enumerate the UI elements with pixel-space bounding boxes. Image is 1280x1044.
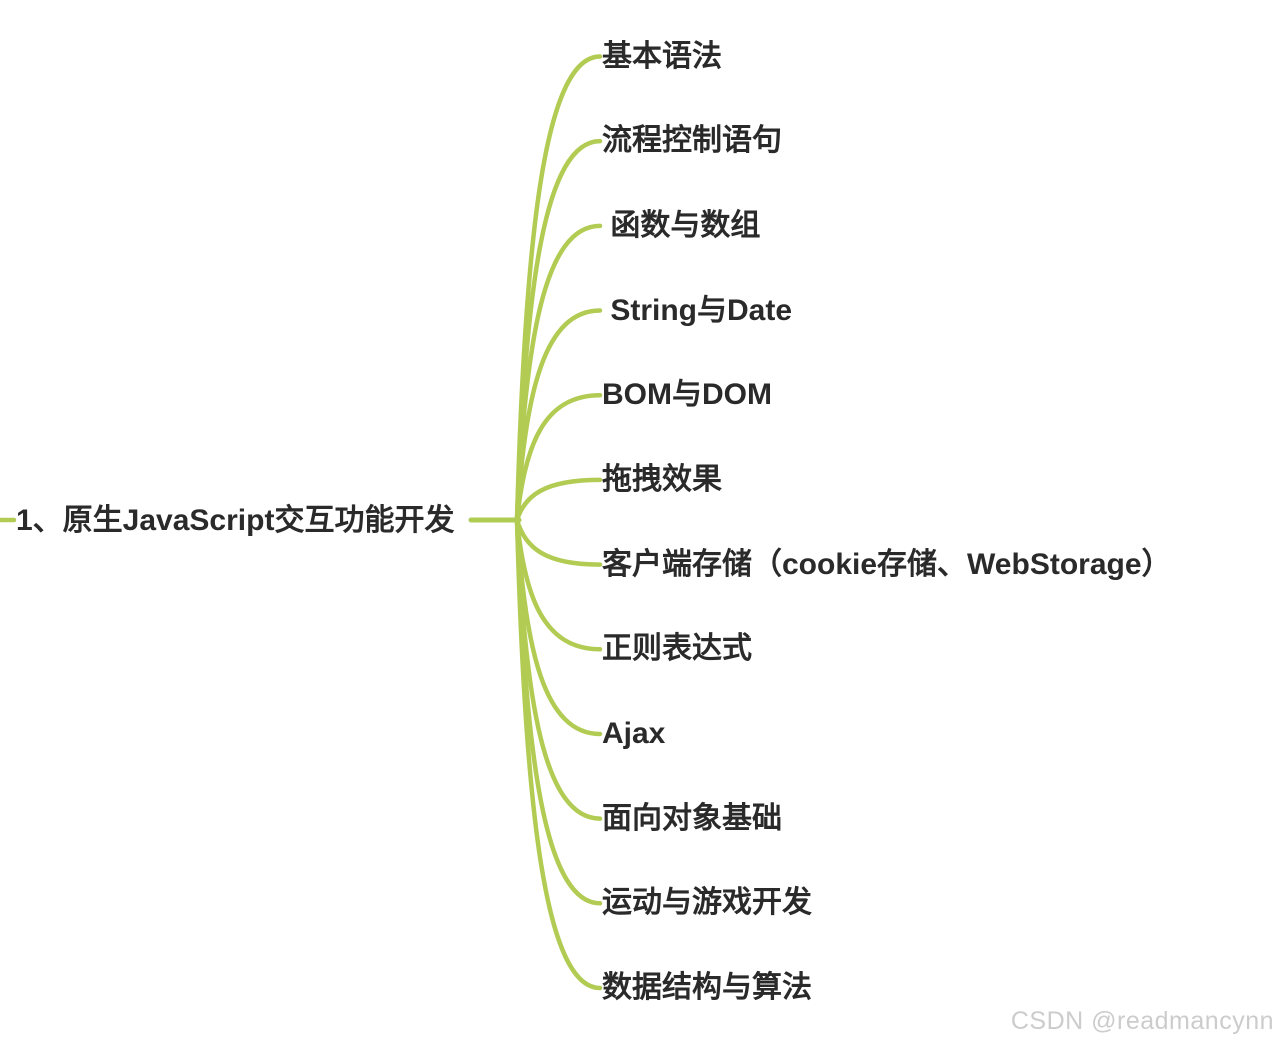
branch-node[interactable]: 面向对象基础 (602, 801, 782, 835)
branch-line (514, 517, 603, 991)
branch-node[interactable]: 函数与数组 (602, 208, 761, 242)
branch-node[interactable]: Ajax (602, 716, 666, 750)
branch-line (514, 392, 603, 523)
branch-node[interactable]: 运动与游戏开发 (602, 886, 812, 920)
branch-node[interactable]: 数据结构与算法 (602, 970, 812, 1004)
watermark-text: CSDN @readmancynn (1010, 1007, 1274, 1035)
branch-node[interactable]: 基本语法 (602, 39, 722, 73)
branch-node[interactable]: 客户端存储（cookie存储、WebStorage） (602, 547, 1172, 581)
root-node[interactable]: 1、原生JavaScript交互功能开发 (16, 504, 455, 537)
branch-node[interactable]: BOM与DOM (602, 378, 772, 412)
branch-line (514, 308, 603, 523)
branch-node[interactable]: String与Date (602, 293, 793, 327)
branch-line (514, 477, 603, 523)
branch-line (514, 517, 603, 567)
branch-node[interactable]: 流程控制语句 (602, 124, 782, 158)
branch-node[interactable]: 拖拽效果 (602, 462, 722, 496)
branch-node[interactable]: 正则表达式 (602, 632, 752, 666)
